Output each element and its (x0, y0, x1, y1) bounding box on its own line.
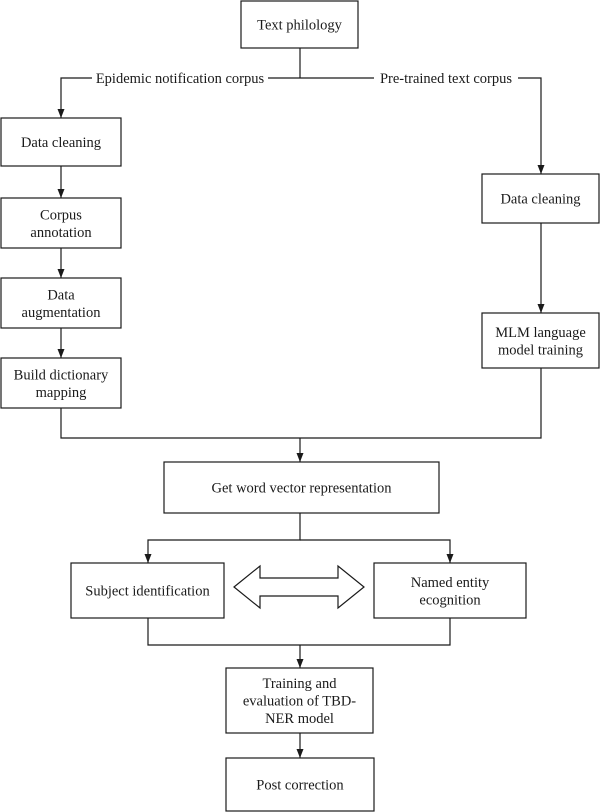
node-box (0, 357, 122, 409)
node-label: Data augmentation (22, 287, 102, 321)
node-label-line: NER model (265, 711, 334, 727)
connector-left-branch (57, 77, 92, 118)
connector-branches-merge (147, 618, 451, 646)
node-box (225, 667, 374, 734)
connector-merge-to-wordvector (60, 368, 542, 439)
node-label-line: Training and (263, 676, 338, 692)
node-label: Corpus annotation (30, 207, 92, 241)
node-box (373, 562, 527, 619)
node-label-line: mapping (36, 385, 87, 401)
node-label-line: Build dictionary (14, 367, 109, 383)
node-label: Data cleaning (500, 192, 580, 208)
node-label-line: Text philology (257, 18, 343, 34)
node-data-augmentation: Data augmentation (0, 277, 122, 329)
node-box (0, 197, 122, 249)
node-label: Training and evaluation of TBD-NER model (243, 676, 356, 727)
node-label-line: annotation (30, 225, 92, 241)
node-corpus-annotation: Corpus annotation (0, 197, 122, 249)
node-label-line: evaluation of TBD- (243, 694, 356, 710)
node-label-line: augmentation (22, 305, 102, 321)
edge-label-pretrained: Pre-trained text corpus (380, 71, 512, 87)
node-box (225, 757, 375, 812)
node-text-philology: Text philology (240, 0, 359, 49)
node-subject-identification: Subject identification (70, 562, 225, 619)
connector-wordvector-right (300, 539, 454, 563)
node-box (70, 562, 225, 619)
node-label-line: Post correction (256, 778, 344, 794)
node-label: Data cleaning (21, 135, 101, 151)
double-arrow-icon (233, 564, 365, 610)
node-box (481, 173, 600, 224)
node-data-cleaning-left: Data cleaning (0, 117, 122, 167)
node-label: Text philology (257, 18, 343, 34)
node-box (163, 461, 440, 514)
connector-wordvector-split (144, 513, 301, 563)
node-post-correction: Post correction (225, 757, 375, 812)
node-word-vector: Get word vector representation (163, 461, 440, 514)
node-label: Get word vector representation (212, 481, 393, 497)
node-label-line: MLM language (495, 325, 586, 341)
node-label-line: Data (47, 287, 75, 303)
node-label-line: Named entity (411, 575, 490, 591)
node-label-line: Corpus (40, 207, 82, 223)
node-label: Build dictionary mapping (14, 367, 109, 401)
node-box (0, 117, 122, 167)
node-label: Post correction (256, 778, 344, 794)
node-build-dictionary: Build dictionary mapping (0, 357, 122, 409)
node-box (481, 312, 600, 369)
node-label-line: Data cleaning (500, 192, 580, 208)
node-label-line: Get word vector representation (212, 481, 393, 497)
node-label-line: ecognition (419, 592, 481, 608)
connectors (57, 48, 545, 758)
node-box (240, 0, 359, 49)
node-box (0, 277, 122, 329)
node-label: Subject identification (85, 584, 210, 600)
node-data-cleaning-right: Data cleaning (481, 173, 600, 224)
node-label-line: Subject identification (85, 584, 210, 600)
edge-label-epidemic: Epidemic notification corpus (96, 71, 265, 87)
node-label-line: Data cleaning (21, 135, 101, 151)
connector-right-branch (518, 77, 545, 174)
node-tbd-ner-training: Training and evaluation of TBD-NER model (225, 667, 374, 734)
node-label-line: model training (498, 342, 583, 358)
